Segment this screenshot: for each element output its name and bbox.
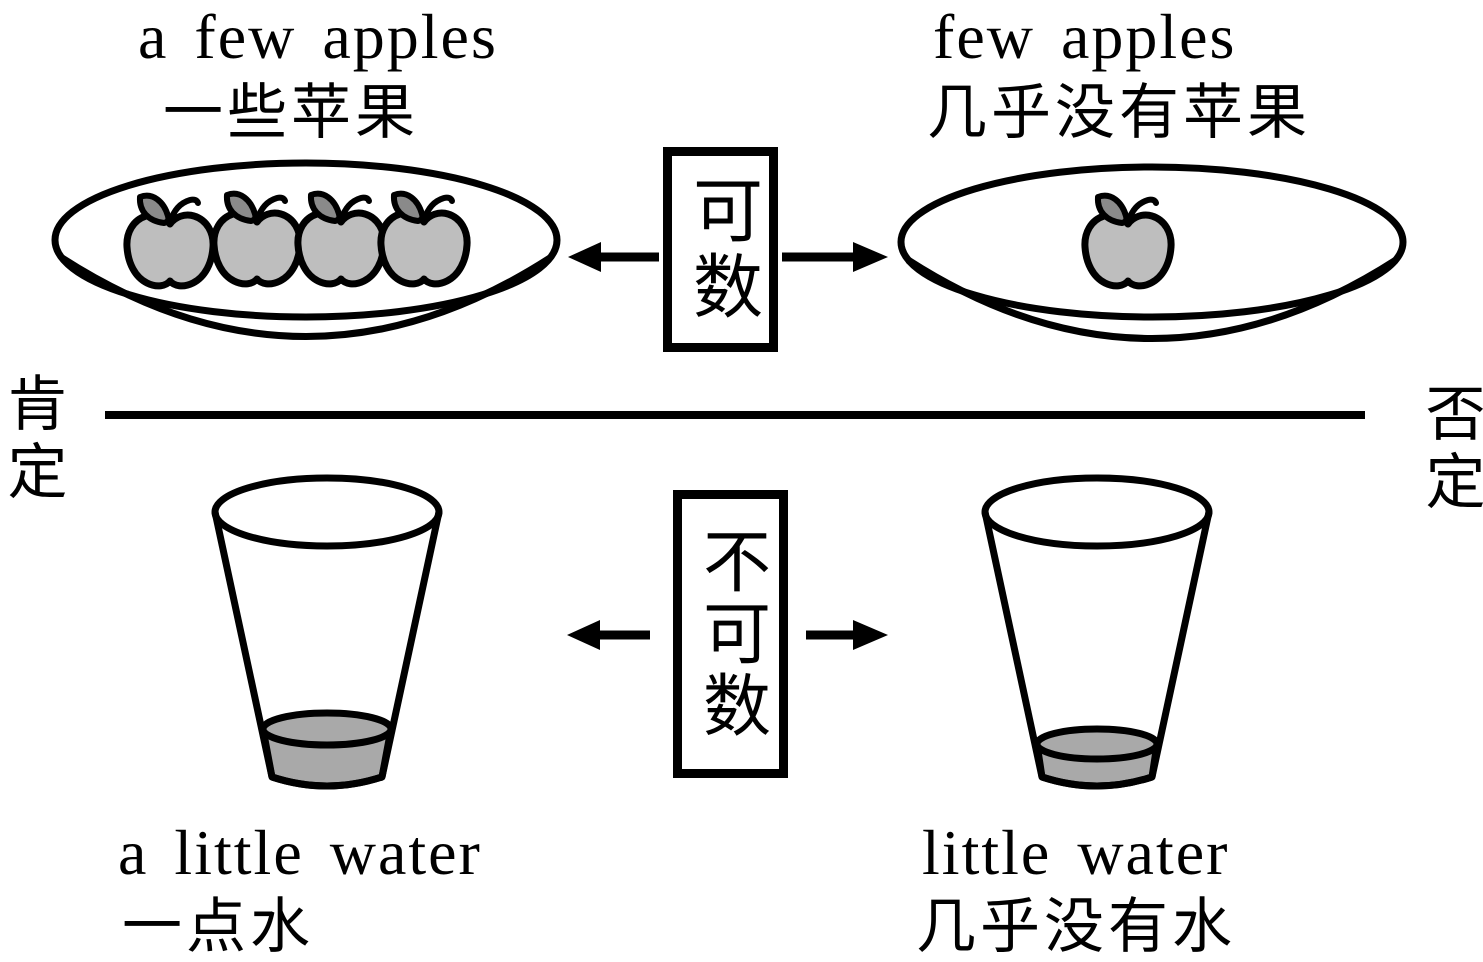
top-right-label-zh: 几乎没有苹果 xyxy=(927,80,1311,146)
right-cup-icon xyxy=(981,474,1213,790)
apple-icon xyxy=(127,196,213,286)
bottom-right-label-zh: 几乎没有水 xyxy=(916,894,1236,960)
apple-icon xyxy=(1085,196,1171,286)
bottom-left-label-en: a little water xyxy=(118,817,482,888)
apple-icon xyxy=(298,194,384,284)
right-plate-icon xyxy=(897,163,1407,342)
top-right-label-en: few apples xyxy=(933,1,1237,72)
water-surface xyxy=(259,709,395,749)
apple-icon xyxy=(381,194,467,284)
countable-box: 可数 xyxy=(663,147,778,352)
top-left-label-en: a few apples xyxy=(138,1,498,72)
arrow-right-icon xyxy=(806,620,888,650)
bottom-left-label-zh: 一点水 xyxy=(122,894,314,960)
arrow-right-icon xyxy=(782,242,888,272)
arrow-left-icon xyxy=(567,620,650,650)
apple-icon xyxy=(214,194,300,284)
uncountable-box: 不可数 xyxy=(673,490,788,778)
left-cup-icon xyxy=(211,474,443,790)
countable-box-label: 可数 xyxy=(682,173,760,326)
arrow-left-icon xyxy=(568,242,659,272)
bottom-right-label-en: little water xyxy=(922,817,1230,888)
left-plate-icon xyxy=(51,159,561,340)
top-left-label-zh: 一些苹果 xyxy=(163,80,419,146)
uncountable-box-label: 不可数 xyxy=(692,526,769,742)
water-surface xyxy=(1033,725,1161,763)
side-label-affirmative: 肯定 xyxy=(0,372,65,508)
side-label-negative: 否定 xyxy=(1417,382,1483,518)
